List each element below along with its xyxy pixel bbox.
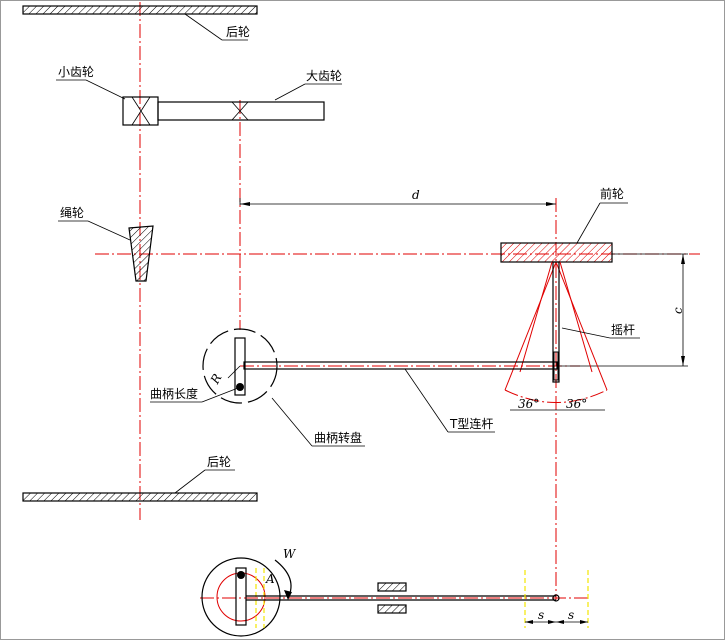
angle-left-label: 36°: [518, 397, 539, 411]
dimension-c: [560, 253, 688, 367]
rope-wheel-label: 绳轮: [60, 206, 84, 220]
angle-right-label: 36°: [566, 397, 587, 411]
center-lines: [95, 2, 700, 600]
crank-disc-label: 曲柄转盘: [314, 430, 362, 445]
omega-label: W: [283, 547, 297, 561]
rear-wheel-bottom: [22, 492, 258, 502]
front-wheel-label: 前轮: [600, 186, 624, 201]
s-left-label: s: [538, 608, 544, 622]
large-gear-label: 大齿轮: [306, 69, 342, 83]
rear-wheel-bottom-label: 后轮: [207, 455, 231, 469]
dimension-c-label: c: [671, 307, 685, 314]
side-view: [201, 557, 589, 637]
gear-train: [122, 96, 325, 126]
crank-disc: [202, 328, 278, 404]
small-gear-label: 小齿轮: [58, 65, 94, 79]
t-link: [243, 361, 558, 370]
front-wheel: [500, 242, 613, 263]
dimension-d: [239, 198, 556, 206]
s-right-label: s: [568, 608, 574, 622]
t-link-label: T型连杆: [449, 416, 493, 431]
rear-wheel-top-label: 后轮: [226, 25, 250, 39]
rocker-label: 摇杆: [611, 323, 635, 337]
rocker: [504, 261, 608, 403]
crank-length-label: 曲柄长度: [150, 386, 198, 401]
rope-wheel: [128, 225, 154, 282]
rear-wheel-top: [22, 5, 258, 15]
point-a-label: A: [265, 572, 275, 586]
crank-r-label: R: [207, 371, 224, 387]
dimension-d-label: d: [412, 188, 420, 202]
